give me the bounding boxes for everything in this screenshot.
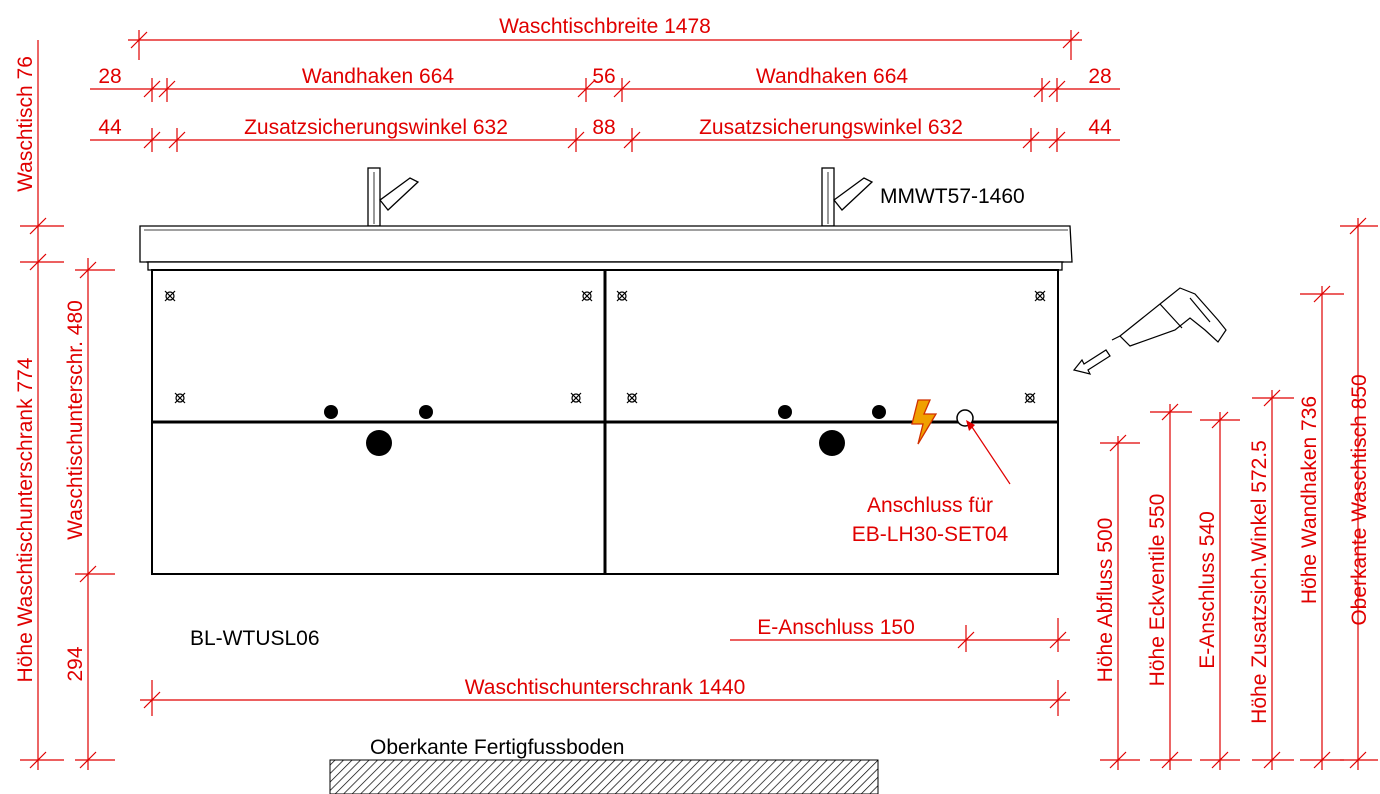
anschluss-label-line1: Anschluss für <box>867 494 993 517</box>
screw-icon <box>581 290 593 302</box>
oberkante-boden-label: Oberkante Fertigfussboden <box>370 736 624 759</box>
anschluss-label-line2: EB-LH30-SET04 <box>852 523 1009 546</box>
faucet-icon <box>821 167 874 227</box>
cabinet <box>151 269 1059 575</box>
hoehe-unterschrank-label: Höhe Waschtischunterschrank 774 <box>14 357 37 682</box>
waschtischbreite-label: Waschtischbreite 1478 <box>499 15 711 38</box>
connection-holes <box>324 405 886 456</box>
drill-icon <box>1111 287 1227 347</box>
unterschrank-1440-label: Waschtischunterschrank 1440 <box>465 676 746 699</box>
arrow-icon <box>1072 349 1111 375</box>
h294-label: 294 <box>64 646 87 681</box>
waschtisch-76-label: Waschtisch 76 <box>14 56 37 192</box>
screw-icon <box>570 392 582 404</box>
wandhaken-right-label: Wandhaken 664 <box>756 65 908 88</box>
wandhaken-left-label: Wandhaken 664 <box>302 65 454 88</box>
hoehe-abfluss-label: Höhe Abfluss 500 <box>1094 518 1117 683</box>
washbasin-top <box>139 225 1073 271</box>
w28-left-label: 28 <box>98 65 121 88</box>
screw-icon <box>1034 290 1046 302</box>
oberkante-waschtisch-label: Oberkante Waschtisch 850 <box>1348 374 1371 625</box>
model-label-bottom: BL-WTUSL06 <box>190 627 320 650</box>
zusatz-right-label: Zusatzsicherungswinkel 632 <box>699 116 963 139</box>
zusatz-left-label: Zusatzsicherungswinkel 632 <box>244 116 508 139</box>
w28-right-label: 28 <box>1088 65 1111 88</box>
e-anschluss-540-label: E-Anschluss 540 <box>1196 511 1219 669</box>
screw-icon <box>626 392 638 404</box>
screw-icon <box>174 392 186 404</box>
screw-icon <box>1024 392 1036 404</box>
floor-hatch <box>329 759 879 794</box>
w44-left-label: 44 <box>98 116 122 139</box>
hoehe-zusatzwinkel-label: Höhe Zusatzsich.Winkel 572.5 <box>1248 440 1271 724</box>
w44-right-label: 44 <box>1088 116 1112 139</box>
w88-label: 88 <box>592 116 615 139</box>
left-dimensions: Waschtisch 76 Höhe Waschtischunterschran… <box>14 40 115 770</box>
top-dimensions: Waschtischbreite 1478 28 Wandhaken 664 5… <box>90 15 1120 152</box>
screw-icon <box>164 290 176 302</box>
model-label-top: MMWT57-1460 <box>880 185 1025 208</box>
screw-icon <box>616 290 628 302</box>
w56-label: 56 <box>592 65 615 88</box>
hoehe-eckventile-label: Höhe Eckventile 550 <box>1146 494 1169 687</box>
faucet-icon <box>367 167 420 227</box>
bottom-dimensions: BL-WTUSL06 E-Anschluss 150 Waschtischunt… <box>140 616 1070 794</box>
right-dimensions: Höhe Abfluss 500 Höhe Eckventile 550 E-A… <box>1094 217 1378 770</box>
unterschrank-480-label: Waschtischunterschr. 480 <box>64 300 87 540</box>
hoehe-wandhaken-label: Höhe Wandhaken 736 <box>1298 396 1321 604</box>
lightning-bolt-icon <box>911 399 938 445</box>
e-anschluss-150-label: E-Anschluss 150 <box>757 616 915 639</box>
